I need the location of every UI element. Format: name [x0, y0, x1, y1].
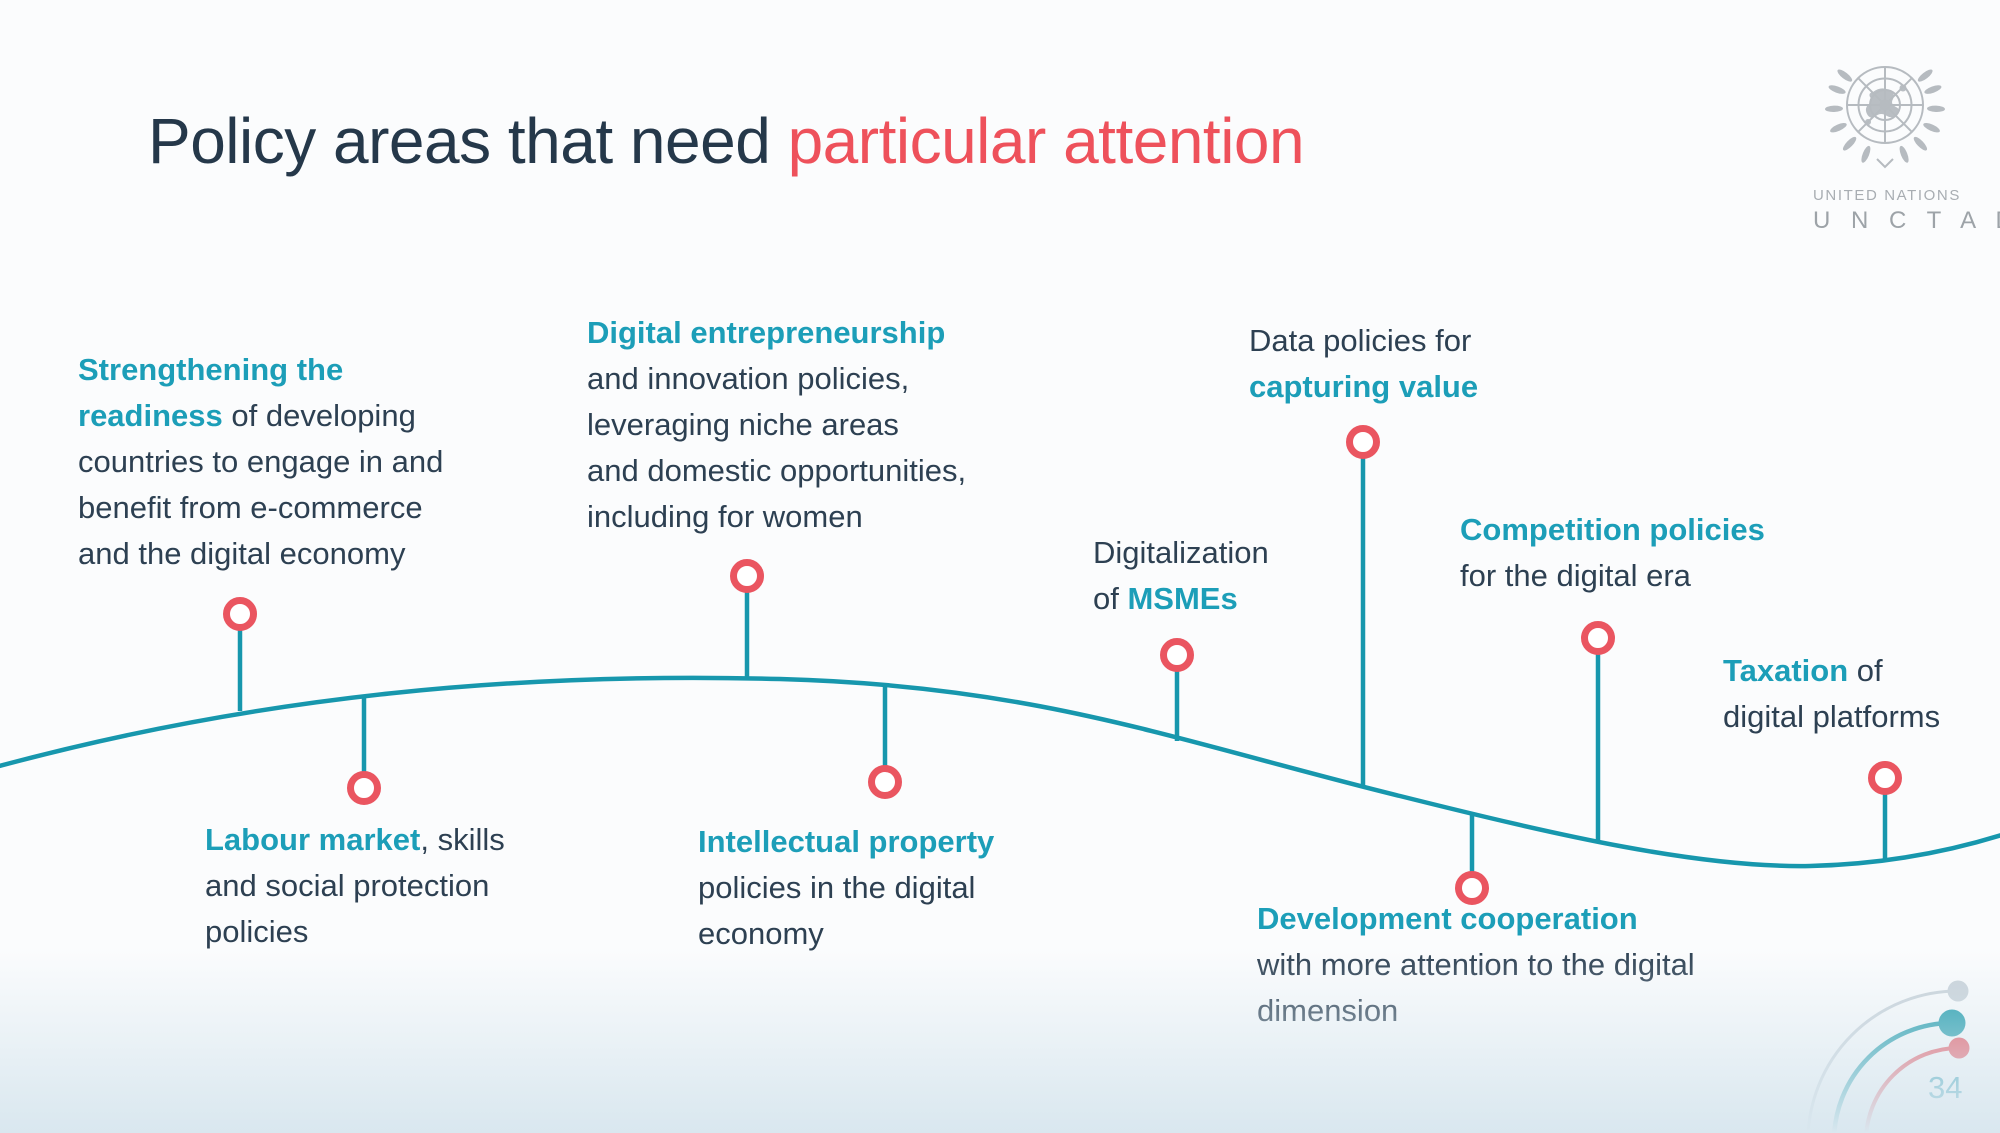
policy-text: policies in the digital [698, 870, 976, 905]
un-emblem-icon [1825, 66, 1945, 169]
logo-unit-text: U N C T A D [1813, 207, 2000, 234]
policy-line: Digital entrepreneurship [587, 310, 966, 356]
policy-area-strengthening: Strengthening the readiness of developing… [78, 347, 443, 577]
marker-labour-market [347, 696, 381, 805]
policy-text: economy [698, 916, 824, 951]
policy-line: including for women [587, 494, 966, 540]
policy-text: of [1848, 653, 1883, 688]
policy-text: and social protection [205, 868, 490, 903]
policy-text: Data policies for [1249, 323, 1472, 358]
policy-line: readiness of developing [78, 393, 443, 439]
policy-text: Digitalization [1093, 535, 1269, 570]
policy-line: Labour market, skills [205, 817, 505, 863]
policy-line: Strengthening the [78, 347, 443, 393]
policy-line: digital platforms [1723, 694, 1940, 740]
policy-line: capturing value [1249, 364, 1478, 410]
policy-area-labour-market: Labour market, skills and social protecti… [205, 817, 505, 955]
policy-text: and domestic opportunities, [587, 453, 967, 488]
page-title-dark-part: Policy areas that need [148, 105, 788, 177]
policy-line: policies in the digital [698, 865, 994, 911]
policy-line: Digitalization [1093, 530, 1269, 576]
policy-highlight-text: capturing value [1249, 369, 1479, 404]
policy-text: leveraging niche areas [587, 407, 899, 442]
policy-line: leveraging niche areas [587, 402, 966, 448]
policy-line: countries to engage in and [78, 439, 443, 485]
policy-line: benefit from e-commerce [78, 485, 443, 531]
policy-text: including for women [587, 499, 863, 534]
policy-text: countries to engage in and [78, 444, 444, 479]
logo-org-text: UNITED NATIONS [1813, 187, 1961, 204]
policy-area-data-policies: Data policies for capturing value [1249, 318, 1478, 410]
marker-development-cooperation [1455, 813, 1489, 905]
policy-line: and social protection [205, 863, 505, 909]
marker-digital-entrepreneurship [730, 559, 764, 679]
policy-text: of developing [222, 398, 416, 433]
policy-text: and the digital economy [78, 536, 406, 571]
policy-line: Taxation of [1723, 648, 1940, 694]
policy-line: policies [205, 909, 505, 955]
policy-text: and innovation policies, [587, 361, 910, 396]
marker-strengthening [223, 597, 257, 711]
policy-area-digital-entrepreneurship: Digital entrepreneurship and innovation p… [587, 310, 966, 540]
policy-line: Data policies for [1249, 318, 1478, 364]
policy-line: Intellectual property [698, 819, 994, 865]
policy-highlight-text: Taxation [1723, 653, 1849, 688]
policy-line: Development cooperation [1257, 896, 1695, 942]
policy-area-taxation: Taxation of digital platforms [1723, 648, 1940, 740]
policy-line: and the digital economy [78, 531, 443, 577]
page-title-accent-part: particular attention [787, 105, 1305, 177]
policy-highlight-text: Development cooperation [1257, 901, 1638, 936]
policy-line: for the digital era [1460, 553, 1765, 599]
policy-area-digitalization-msmes: Digitalization of MSMEs [1093, 530, 1269, 622]
policy-line: and innovation policies, [587, 356, 966, 402]
policy-highlight-text: Intellectual property [698, 824, 995, 859]
policy-highlight-text: Labour market [205, 822, 421, 857]
policy-highlight-text: Competition policies [1460, 512, 1765, 547]
policy-area-competition-policies: Competition policies for the digital era [1460, 507, 1765, 599]
marker-intellectual-property [868, 687, 902, 799]
marker-data-policies [1346, 425, 1380, 786]
globe-landmass [1865, 84, 1907, 125]
policy-line: Competition policies [1460, 507, 1765, 553]
policy-highlight-text: readiness [78, 398, 223, 433]
marker-competition-policies [1581, 621, 1615, 843]
policy-text: benefit from e-commerce [78, 490, 423, 525]
laurel-wreath [1825, 69, 1945, 163]
policy-text: for the digital era [1460, 558, 1691, 593]
policy-highlight-text: Digital entrepreneurship [587, 315, 946, 350]
marker-taxation [1868, 761, 1902, 860]
policy-text: policies [205, 914, 309, 949]
policy-line: economy [698, 911, 994, 957]
policy-area-intellectual-property: Intellectual property policies in the dig… [698, 819, 994, 957]
policy-highlight-text: Strengthening the [78, 352, 344, 387]
policy-line: of MSMEs [1093, 576, 1269, 622]
policy-text: digital platforms [1723, 699, 1941, 734]
marker-msme-digitalization [1160, 638, 1194, 741]
policy-line: and domestic opportunities, [587, 448, 966, 494]
policy-text: of [1093, 581, 1128, 616]
policy-text: , skills [420, 822, 505, 857]
bottom-gradient-band [0, 948, 2000, 1133]
page-title: Policy areas that need particular attent… [148, 105, 1305, 177]
unctad-logo: UNITED NATIONS U N C T A D [1813, 50, 2000, 235]
policy-highlight-text: MSMEs [1127, 581, 1238, 616]
